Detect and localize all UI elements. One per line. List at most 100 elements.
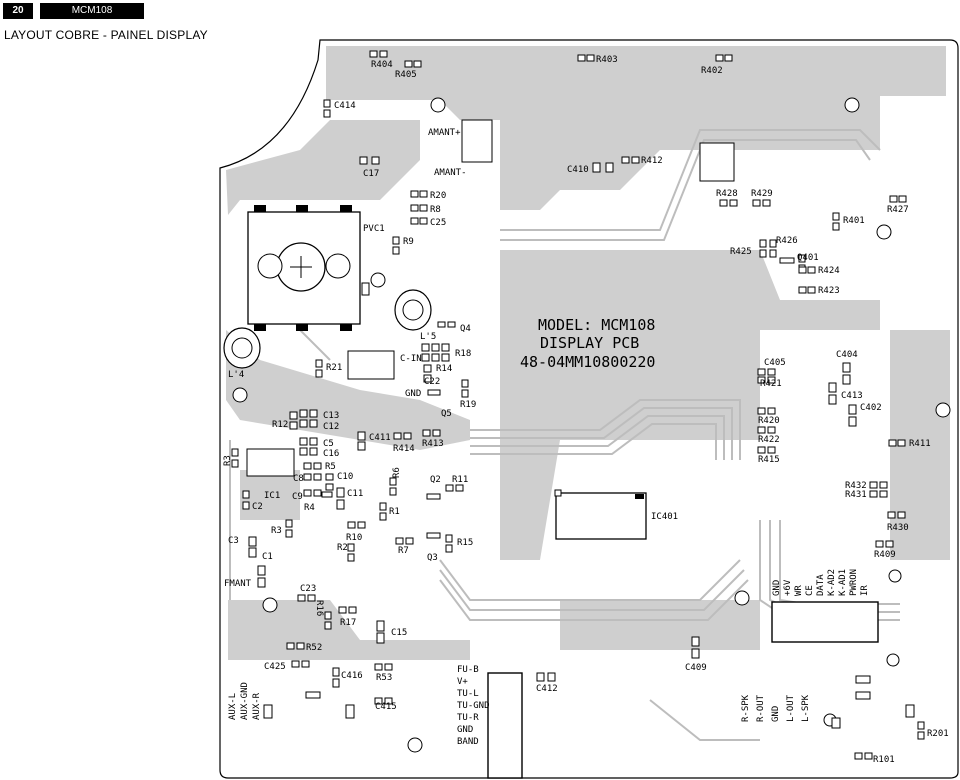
- label-r7: R7: [398, 546, 409, 556]
- page-number: 20: [3, 3, 33, 19]
- label-ic401: IC401: [651, 512, 678, 522]
- label-r21: R21: [326, 363, 342, 373]
- label-c17: C17: [363, 169, 379, 179]
- pin-label: IR: [860, 585, 870, 596]
- label-c-in: C-IN: [400, 354, 422, 364]
- label-q3: Q3: [427, 553, 438, 563]
- label-c11: C11: [347, 489, 363, 499]
- amant-connector: [461, 119, 493, 163]
- label-r422: R422: [758, 435, 780, 445]
- label-r9: R9: [403, 237, 414, 247]
- transistors: [321, 257, 795, 539]
- pin-label: L-OUT: [786, 694, 796, 722]
- label-r403: R403: [596, 55, 618, 65]
- label-c16: C16: [323, 449, 339, 459]
- label-r424: R424: [818, 266, 840, 276]
- label-c13: C13: [323, 411, 339, 421]
- pin-label: V+: [457, 677, 468, 687]
- label-l4: L'4: [228, 370, 244, 380]
- label-r431: R431: [845, 490, 867, 500]
- label-r12: R12: [272, 420, 288, 430]
- pin-label: K-AD1: [838, 569, 848, 596]
- label-c411: C411: [369, 433, 391, 443]
- label-amant-plus: AMANT+: [428, 128, 461, 138]
- board-model-text: MODEL: MCM108: [538, 316, 655, 334]
- pin-label: WR: [794, 585, 804, 596]
- label-r18: R18: [455, 349, 471, 359]
- label-r6: R6: [392, 467, 402, 478]
- board-code-text: 48-04MM10800220: [520, 353, 655, 371]
- label-r412: R412: [641, 156, 663, 166]
- label-r16: R16: [314, 600, 324, 616]
- pin-label: TU-L: [457, 689, 479, 699]
- label-c3: C3: [228, 536, 239, 546]
- pin-label: AUX-R: [252, 692, 262, 720]
- label-r432: R432: [845, 481, 867, 491]
- label-c25: C25: [430, 218, 446, 228]
- label-c23: C23: [300, 584, 316, 594]
- pin-label: GND: [771, 706, 781, 722]
- label-r430: R430: [887, 523, 909, 533]
- board-pcb-text: DISPLAY PCB: [540, 334, 639, 352]
- label-r3-left: R3: [223, 455, 233, 466]
- pin-label: R-OUT: [756, 694, 766, 722]
- label-r409: R409: [874, 550, 896, 560]
- label-q401: Q401: [797, 253, 819, 263]
- label-r415: R415: [758, 455, 780, 465]
- label-pvc1: PVC1: [363, 224, 385, 234]
- pin-label: R-SPK: [741, 694, 751, 722]
- label-r425: R425: [730, 247, 752, 257]
- label-c12: C12: [323, 422, 339, 432]
- label-r2: R2: [337, 543, 348, 553]
- label-r421: R421: [760, 379, 782, 389]
- label-c10: C10: [337, 472, 353, 482]
- label-r201: R201: [927, 729, 949, 739]
- label-r411: R411: [909, 439, 931, 449]
- pin-label: GND: [772, 580, 782, 596]
- label-c8: C8: [293, 474, 304, 484]
- pin-label: TU-GND: [457, 701, 490, 711]
- cin-block: [347, 350, 395, 380]
- label-c5: C5: [323, 439, 334, 449]
- pin-label: GND: [457, 725, 473, 735]
- label-r427: R427: [887, 205, 909, 215]
- label-c412: C412: [536, 684, 558, 694]
- label-ic1: IC1: [264, 491, 280, 501]
- pin-label: TU-R: [457, 713, 479, 723]
- label-r53: R53: [376, 673, 392, 683]
- label-r429: R429: [751, 189, 773, 199]
- label-r402: R402: [701, 66, 723, 76]
- connector-speaker-pins: R-SPK R-OUT GND L-OUT L-SPK: [741, 694, 811, 722]
- pin-label: L-SPK: [801, 694, 811, 722]
- label-r5: R5: [325, 462, 336, 472]
- label-gnd: GND: [405, 389, 421, 399]
- pin-label: AUX-GND: [240, 682, 250, 720]
- label-r20: R20: [430, 191, 446, 201]
- label-r401: R401: [843, 216, 865, 226]
- page-title: LAYOUT COBRE - PAINEL DISPLAY: [4, 28, 208, 42]
- pin-label: DATA: [816, 574, 826, 596]
- label-r428: R428: [716, 189, 738, 199]
- label-c15: C15: [391, 628, 407, 638]
- label-r14: R14: [436, 364, 452, 374]
- label-c405: C405: [764, 358, 786, 368]
- label-c2: C2: [252, 502, 263, 512]
- coil-l5: [394, 289, 432, 331]
- label-c425: C425: [264, 662, 286, 672]
- label-r19: R19: [460, 400, 476, 410]
- label-r17: R17: [340, 618, 356, 628]
- pin-label: +6V: [783, 579, 793, 596]
- label-q2: Q2: [430, 475, 441, 485]
- label-c413: C413: [841, 391, 863, 401]
- label-c415: C415: [375, 702, 397, 712]
- label-r413: R413: [422, 439, 444, 449]
- pin-label: FU-B: [457, 665, 479, 675]
- label-c404: C404: [836, 350, 858, 360]
- label-r8: R8: [430, 205, 441, 215]
- label-fmant: FMANT: [224, 579, 252, 589]
- label-r4: R4: [304, 503, 315, 513]
- cable-slot: [487, 672, 523, 779]
